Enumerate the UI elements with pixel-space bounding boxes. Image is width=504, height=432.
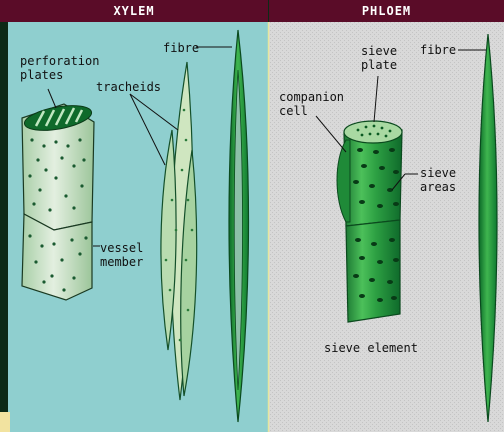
sieve-plate-line-2: plate — [352, 58, 406, 72]
tracheids-label: tracheids — [96, 80, 161, 94]
phloem-header: PHLOEM — [269, 0, 504, 22]
companion-cell-label: companion cell — [279, 90, 344, 118]
perforation-plates-label: perforation plates — [20, 54, 99, 82]
sieve-element-lower — [346, 220, 400, 322]
left-dark-strip — [0, 22, 8, 432]
sieve-areas-line-1: sieve — [420, 166, 456, 180]
sieve-plate — [344, 121, 402, 143]
perforation-plates-line-1: perforation — [20, 54, 99, 68]
companion-cell-line-1: companion — [279, 90, 344, 104]
bottom-left-corner — [0, 412, 10, 432]
xylem-header: XYLEM — [0, 0, 268, 22]
companion-cell-line-2: cell — [279, 104, 344, 118]
vessel-member-line-1: vessel — [100, 241, 143, 255]
sieve-plate-label: sieve plate — [352, 44, 406, 72]
vessel-member-label: vessel member — [100, 241, 143, 269]
vessel-member-line-2: member — [100, 255, 143, 269]
vessel-member — [22, 101, 94, 300]
sieve-areas-line-2: areas — [420, 180, 456, 194]
sieve-plate-line-1: sieve — [352, 44, 406, 58]
sieve-areas-label: sieve areas — [420, 166, 456, 194]
perforation-plates-line-2: plates — [20, 68, 99, 82]
sieve-element-label: sieve element — [324, 341, 418, 355]
phloem-fibre-label: fibre — [420, 43, 456, 57]
xylem-fibre-label: fibre — [163, 41, 199, 55]
sieve-element-upper — [344, 130, 402, 226]
